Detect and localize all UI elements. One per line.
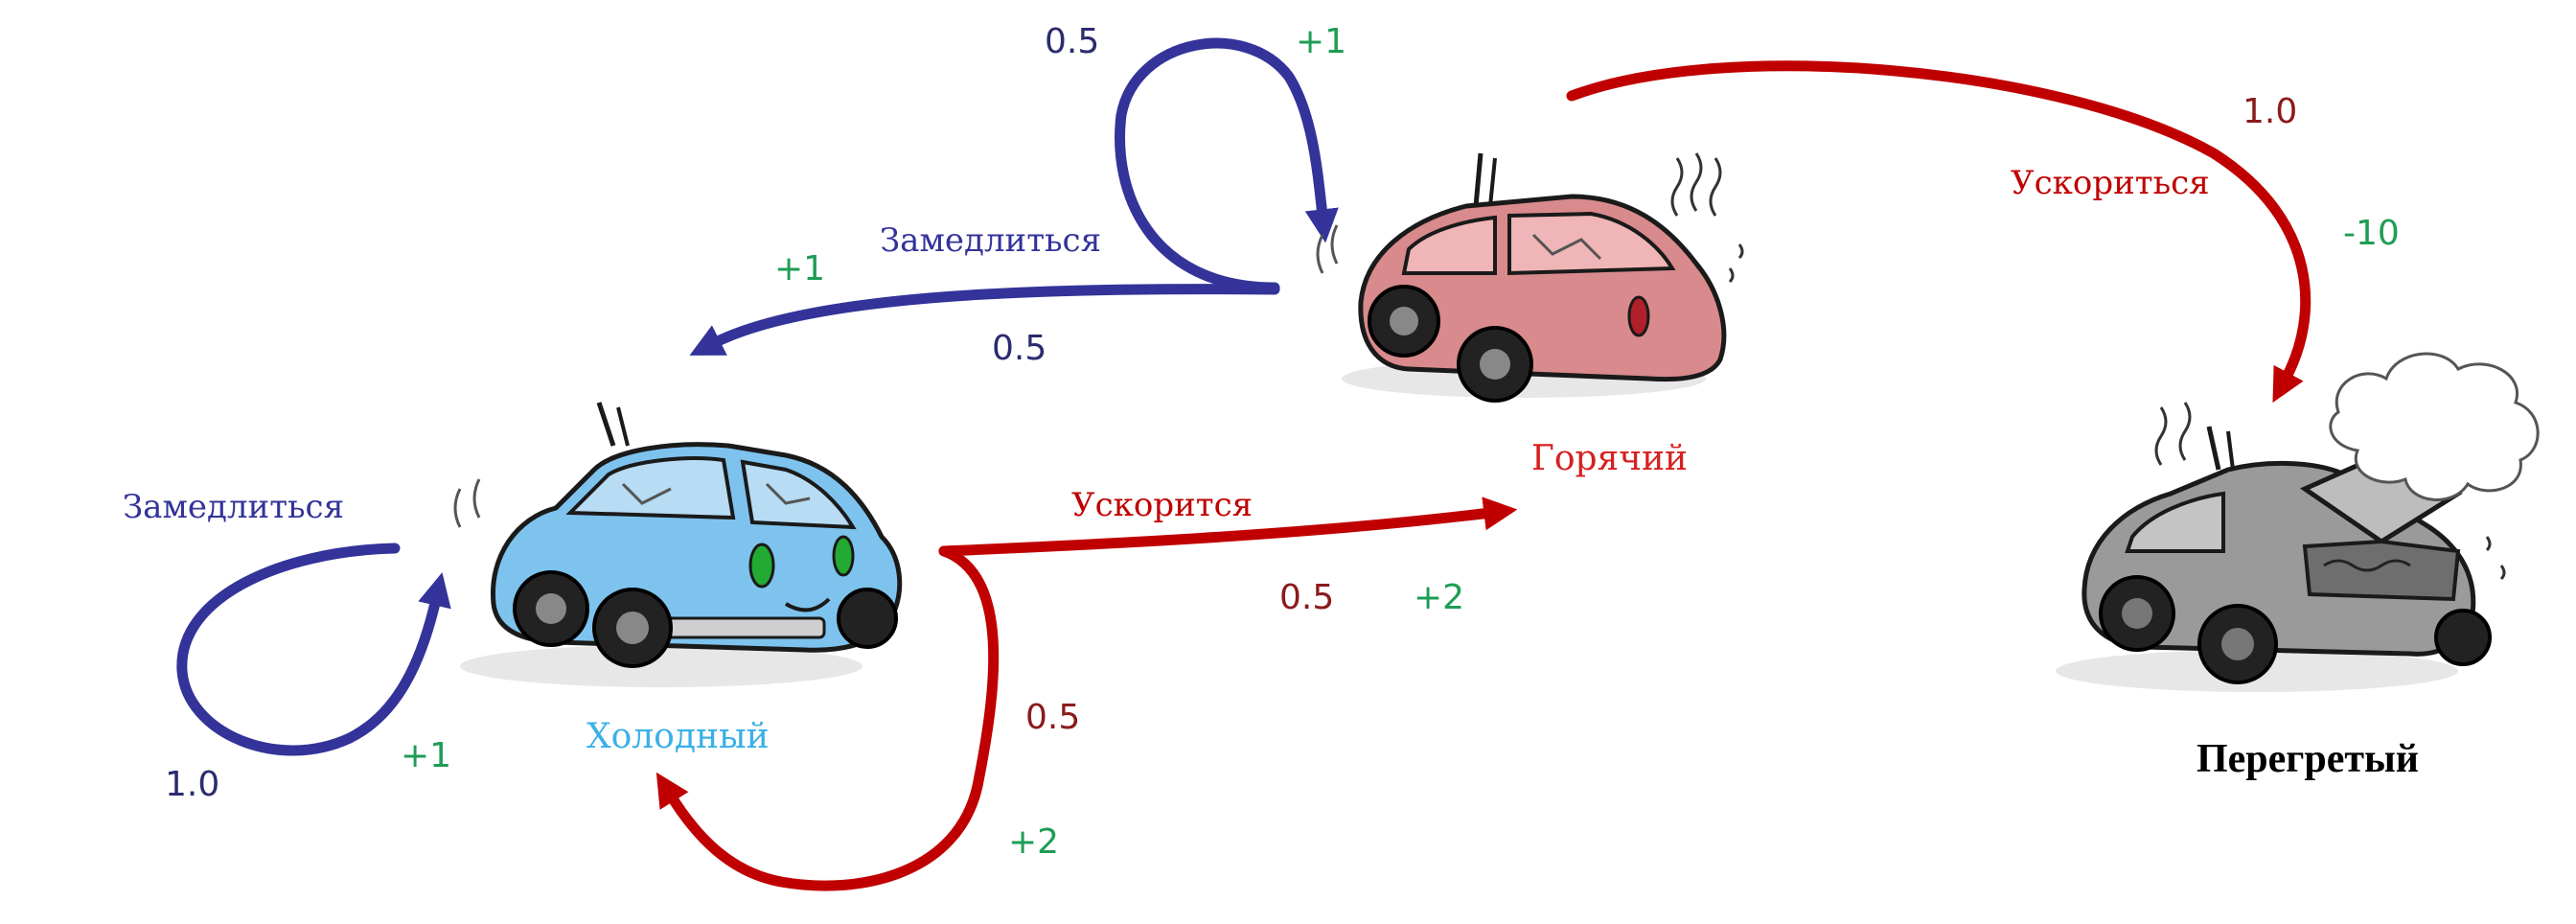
state-warm-label: Горячий [1531,439,1688,478]
label-cool-fast-warm-reward: +2 [1414,578,1464,617]
label-warm-slow-action: Замедлиться [880,221,1101,260]
label-cool-fast-self-prob: 0.5 [1025,698,1080,737]
label-warm-slow-cool-prob: 0.5 [992,329,1046,368]
label-cool-fast-warm-prob: 0.5 [1279,578,1334,617]
car-warm [1316,152,1744,403]
arrow-cool-fast-to-warm [938,497,1518,557]
label-cool-slow-reward: +1 [401,736,451,775]
label-cool-slow-prob: 1.0 [165,765,219,804]
state-overheated-label: Перегретый [2196,737,2419,781]
arrow-warm-slow-loop [1115,37,1339,293]
label-cool-slow-action: Замедлиться [123,488,344,526]
label-cool-fast-self-reward: +2 [1008,822,1059,862]
label-warm-fast-action: Ускориться [2011,164,2210,202]
label-cool-fast-action: Ускорится [1071,486,1253,524]
arrow-cool-fast-self [656,545,1000,891]
car-overheated [2056,352,2540,692]
label-warm-fast-reward: -10 [2343,214,2400,253]
label-warm-slow-self-reward: +1 [1296,22,1346,61]
state-cool-label: Холодный [586,717,770,756]
arrow-cool-slow-loop [176,543,451,756]
label-warm-fast-prob: 1.0 [2242,92,2297,131]
arrow-warm-slow-to-cool [689,284,1280,356]
arrow-warm-fast-to-overheated [1566,60,2312,404]
label-warm-slow-cool-reward: +1 [774,249,825,289]
car-cool [453,402,903,687]
label-warm-slow-self-prob: 0.5 [1045,22,1099,61]
